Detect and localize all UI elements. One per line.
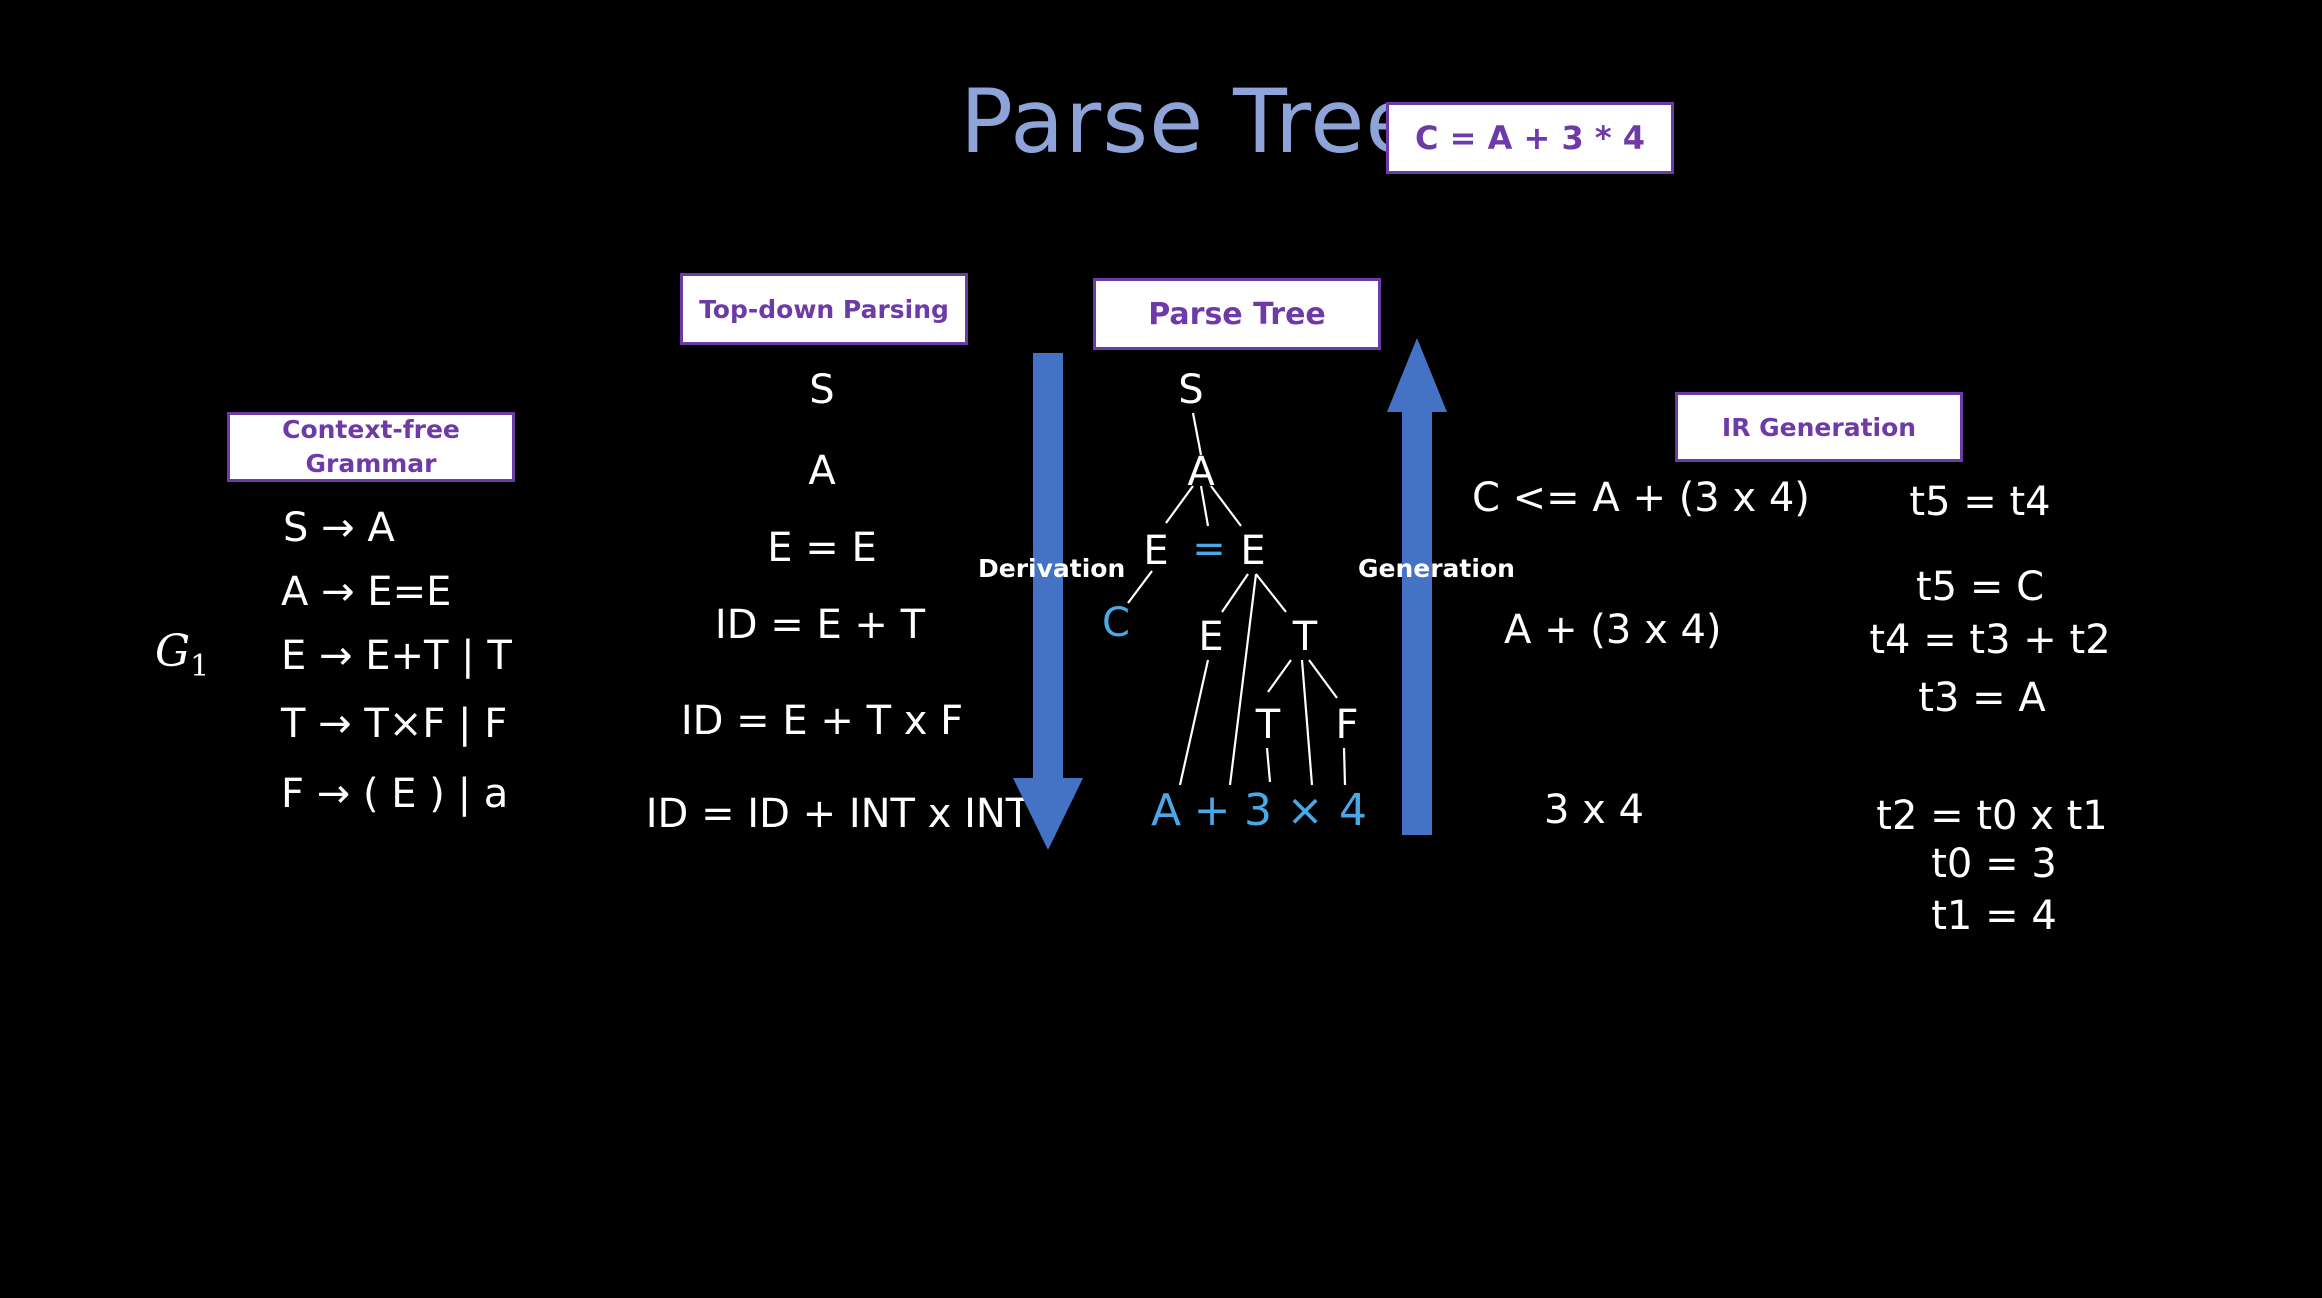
ir-line: t3 = A [1918, 675, 2046, 721]
tree-node-c: C [1102, 600, 1130, 646]
tree-node-a: A [1187, 449, 1215, 495]
tree-leaf-times: × [1286, 785, 1324, 836]
tree-node-e-mid: E [1198, 614, 1224, 660]
grammar-rule: S → A [283, 505, 395, 551]
generation-step: 3 x 4 [1544, 787, 1644, 833]
ir-line: t5 = t4 [1909, 479, 2051, 525]
tree-node-f: F [1335, 702, 1359, 748]
derivation-label: Derivation [978, 554, 1126, 583]
tree-node-equals: = [1192, 526, 1226, 572]
generation-arrow [1387, 338, 1447, 835]
tree-node-t-top: T [1292, 614, 1318, 660]
tree-leaf-3: 3 [1244, 785, 1272, 836]
tree-leaf-4: 4 [1339, 785, 1367, 836]
ir-line: t1 = 4 [1931, 893, 2057, 939]
grammar-name: G1 [155, 626, 210, 684]
page-title: Parse Tree [960, 70, 1421, 173]
expression-box: C = A + 3 * 4 [1386, 102, 1674, 174]
tree-node-t-low: T [1255, 702, 1281, 748]
tree-node-e-right: E [1240, 528, 1266, 574]
tree-leaf-a: A [1150, 785, 1182, 836]
ir-line: t0 = 3 [1931, 841, 2057, 887]
grammar-rule: T → T×F | F [281, 701, 508, 747]
topdown-box: Top-down Parsing [680, 273, 968, 345]
grammar-rule: E → E+T | T [281, 633, 512, 679]
grammar-rule: F → ( E ) | a [281, 771, 509, 817]
grammar-rule: A → E=E [281, 569, 452, 615]
tree-node-s: S [1178, 367, 1204, 413]
generation-step: A + (3 x 4) [1504, 607, 1722, 653]
ir-line: t2 = t0 x t1 [1876, 793, 2108, 839]
tree-node-e-left: E [1143, 528, 1169, 574]
generation-step: C <= A + (3 x 4) [1472, 475, 1810, 521]
tree-edges [1127, 412, 1347, 786]
ir-box: IR Generation [1675, 392, 1963, 462]
parsetree-box: Parse Tree [1093, 278, 1381, 350]
ir-line: t4 = t3 + t2 [1869, 617, 2111, 663]
derivation-step: ID = E + T x F [680, 698, 964, 744]
derivation-step: S [809, 367, 835, 413]
tree-leaf-plus: + [1193, 785, 1231, 836]
cfg-box: Context-free Grammar [227, 412, 515, 482]
derivation-arrow [1013, 353, 1083, 850]
derivation-step: E = E [767, 525, 877, 571]
derivation-step: ID = E + T [714, 602, 926, 648]
derivation-step: ID = ID + INT x INT [645, 791, 1031, 837]
derivation-step: A [808, 448, 836, 494]
generation-label: Generation [1358, 554, 1515, 583]
ir-line: t5 = C [1915, 564, 2045, 610]
